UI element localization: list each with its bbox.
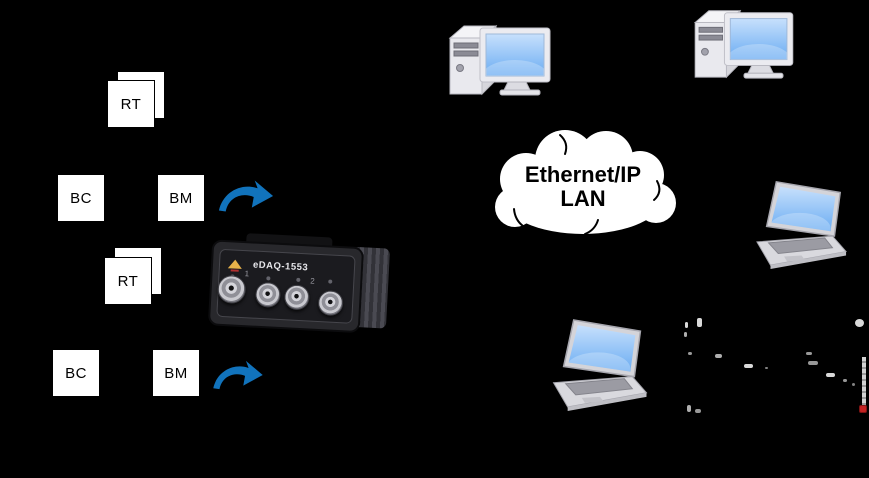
cloud-title: Ethernet/IP LAN xyxy=(488,163,678,211)
bc-label: BC xyxy=(65,364,87,382)
cloud-line-1: Ethernet/IP xyxy=(524,162,642,187)
rt-box: RT xyxy=(104,257,152,305)
curved-arrow-icon xyxy=(218,180,274,212)
monitor-stand xyxy=(747,64,775,74)
drive-bay xyxy=(698,34,723,41)
somat-logo-bar xyxy=(230,269,239,272)
channel-1-label: 1 xyxy=(244,269,250,279)
drive-bay xyxy=(698,26,723,33)
laptop-touchpad xyxy=(581,396,605,403)
somat-logo-icon xyxy=(227,259,243,269)
drive-bay xyxy=(453,42,479,49)
bm-label: BM xyxy=(169,189,193,207)
desktop-computer-icon xyxy=(448,24,551,96)
antenna-strip xyxy=(862,357,866,407)
curved-arrow-icon xyxy=(213,360,263,390)
monitor-screen xyxy=(485,33,545,77)
laptop-screen xyxy=(568,325,636,372)
rt-box: RT xyxy=(107,80,155,128)
rt-label: RT xyxy=(120,95,142,113)
laptop-keyboard xyxy=(767,237,834,255)
lan-cloud: Ethernet/IP LAN xyxy=(488,121,678,242)
monitor-screen xyxy=(729,18,788,61)
bc-label: BC xyxy=(70,189,92,207)
antenna-red-tip xyxy=(859,405,867,413)
monitor-base xyxy=(743,72,784,79)
laptop-touchpad xyxy=(784,255,806,262)
laptop-icon xyxy=(552,319,648,411)
cloud-shape xyxy=(495,130,676,235)
laptop-front-edge xyxy=(567,392,647,411)
laptop-screen xyxy=(771,186,836,232)
cloud-line-2: LAN xyxy=(560,186,606,211)
bm-label: BM xyxy=(164,364,188,382)
power-button xyxy=(456,64,464,72)
channel-2-label: 2 xyxy=(310,276,315,286)
bc-box: BC xyxy=(52,349,100,397)
bm-box: BM xyxy=(157,174,205,222)
rt-label: RT xyxy=(117,272,139,290)
laptop-front-edge xyxy=(770,251,847,270)
drive-bay xyxy=(453,50,479,57)
laptop-icon xyxy=(756,181,847,270)
laptop-keyboard xyxy=(564,378,634,396)
bc-box: BC xyxy=(57,174,105,222)
power-button xyxy=(701,47,709,56)
bm-box: BM xyxy=(152,349,200,397)
edaq-1553-device: eDAQ-1553 1 2 xyxy=(207,233,393,338)
monitor-stand xyxy=(503,81,531,91)
desktop-computer-icon xyxy=(693,9,794,79)
monitor-base xyxy=(499,89,541,96)
